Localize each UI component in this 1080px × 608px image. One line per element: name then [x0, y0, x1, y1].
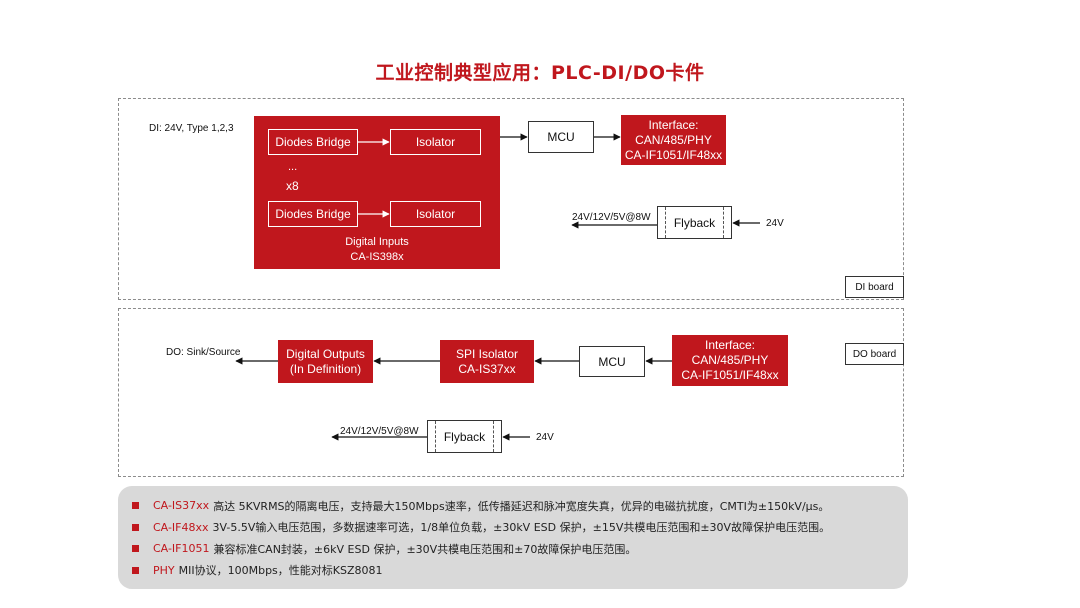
di-interface-line2: CAN/485/PHY: [635, 132, 712, 147]
di-flyback: Flyback: [657, 206, 732, 239]
di-flyback-input-label: 24V: [766, 218, 784, 229]
do-interface-block: Interface: CAN/485/PHY CA-IF1051/IF48xx: [672, 335, 788, 386]
note-item: CA-IF48xx 3V-5.5V输入电压范围，多数据速率可选，1/8单位负载，…: [132, 517, 894, 539]
spi-isolator-block: SPI Isolator CA-IS37xx: [440, 340, 534, 383]
note-item: PHY MII协议，100Mbps，性能对标KSZ8081: [132, 560, 894, 582]
do-flyback-output-label: 24V/12V/5V@8W: [340, 426, 419, 437]
di-diodes-bridge-2: Diodes Bridge: [268, 201, 358, 227]
di-spec-label: DI: 24V, Type 1,2,3: [149, 123, 234, 134]
digital-inputs-label: Digital Inputs: [345, 236, 409, 248]
di-isolator-1: Isolator: [390, 129, 481, 155]
note-text: 3V-5.5V输入电压范围，多数据速率可选，1/8单位负载，±30kV ESD …: [212, 521, 831, 535]
di-interface-block: Interface: CAN/485/PHY CA-IF1051/IF48xx: [621, 115, 726, 165]
spi-isolator-line1: SPI Isolator: [455, 346, 519, 361]
digital-outputs-line1: Digital Outputs: [286, 346, 365, 361]
note-key: CA-IS37xx: [153, 499, 210, 513]
do-interface-line3: CA-IF1051/IF48xx: [681, 368, 779, 382]
di-isolator-2: Isolator: [390, 201, 481, 227]
di-interface-line1: Interface:: [648, 117, 699, 132]
di-flyback-output-label: 24V/12V/5V@8W: [572, 212, 651, 223]
bullet-square-icon: [132, 566, 139, 574]
di-channel-multiplier: x8: [286, 179, 299, 193]
note-key: CA-IF1051: [153, 542, 210, 556]
digital-inputs-part: CA-IS398x: [350, 251, 404, 263]
note-item: CA-IF1051 兼容标准CAN封装，±6kV ESD 保护，±30V共模电压…: [132, 538, 894, 560]
feature-notes-panel: CA-IS37xx 高达 5KVRMS的隔离电压，支持最大150Mbps速率，低…: [118, 486, 908, 589]
di-mcu: MCU: [528, 121, 594, 153]
do-board-tag: DO board: [845, 343, 904, 365]
spi-isolator-line2: CA-IS37xx: [458, 361, 516, 376]
do-interface-line1: Interface:: [704, 338, 756, 352]
page-title: 工业控制典型应用：PLC-DI/DO卡件: [375, 62, 705, 84]
note-text: 兼容标准CAN封装，±6kV ESD 保护，±30V共模电压范围和±70故障保护…: [213, 542, 637, 556]
di-board-panel: [118, 98, 904, 300]
do-spec-label: DO: Sink/Source: [166, 347, 241, 358]
do-flyback-input-label: 24V: [536, 432, 554, 443]
do-flyback: Flyback: [427, 420, 502, 453]
note-text: 高达 5KVRMS的隔离电压，支持最大150Mbps速率，低传播延迟和脉冲宽度失…: [213, 499, 830, 513]
di-diodes-bridge-1: Diodes Bridge: [268, 129, 358, 155]
digital-outputs-line2: (In Definition): [289, 361, 362, 376]
note-text: MII协议，100Mbps，性能对标KSZ8081: [178, 564, 383, 578]
bullet-square-icon: [132, 502, 139, 510]
note-key: CA-IF48xx: [153, 520, 209, 534]
bullet-square-icon: [132, 545, 139, 553]
note-item: CA-IS37xx 高达 5KVRMS的隔离电压，支持最大150Mbps速率，低…: [132, 495, 894, 517]
di-board-tag: DI board: [845, 276, 904, 298]
note-key: PHY: [153, 563, 175, 577]
do-mcu: MCU: [579, 346, 645, 377]
do-interface-line2: CAN/485/PHY: [691, 353, 769, 367]
bullet-square-icon: [132, 523, 139, 531]
do-board-panel: [118, 308, 904, 477]
di-interface-line3: CA-IF1051/IF48xx: [624, 147, 723, 162]
digital-outputs-block: Digital Outputs (In Definition): [278, 340, 373, 383]
di-channel-ellipsis: ...: [288, 161, 298, 173]
